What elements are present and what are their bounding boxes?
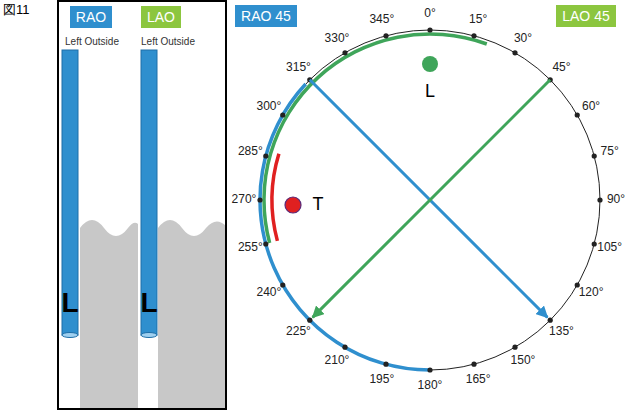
angle-label: 45° [552,62,570,75]
angle-label: 150° [511,354,536,367]
tick-dot [427,367,432,372]
angle-label: 345° [369,14,394,27]
tag-text: LAO [147,9,175,25]
tick-dot [263,241,268,246]
view-tag: RAO [70,6,112,28]
tick-dot [512,345,517,350]
tick-dot [597,197,602,202]
angle-label: 315° [286,62,311,75]
catheter-letter: L [61,288,78,319]
vessel-wall [158,220,226,410]
view-caption: Left Outside [65,36,119,47]
tick-dot [342,345,347,350]
tick-dot [383,33,388,38]
catheter-panel [58,1,226,410]
marker-dot [422,56,438,72]
tick-dot [257,197,262,202]
tick-dot [471,362,476,367]
tick-dot [342,50,347,55]
catheter-tip [141,333,157,338]
view-direction-arrow [313,80,551,318]
tick-dot [592,153,597,158]
tag-text: LAO 45 [562,8,609,24]
angle-label: 225° [286,325,311,338]
view-tag: LAO 45 [556,5,615,27]
panel-border [58,1,226,409]
angle-label: 285° [238,145,263,158]
tick-dot [512,50,517,55]
view-tag: RAO 45 [235,5,297,27]
view-direction-arrow [310,80,548,318]
angle-label: 195° [369,373,394,386]
marker-dot [285,197,301,213]
angle-label: 270° [232,193,257,206]
tick-dot [427,27,432,32]
angle-label: 330° [325,32,350,45]
angle-arc [262,32,487,243]
angle-dial [257,27,602,372]
view-caption: Left Outside [141,36,195,47]
tick-dot [383,362,388,367]
tick-dot [471,33,476,38]
angle-label: 300° [256,100,281,113]
angle-label: 255° [238,242,263,255]
catheter-tip [62,333,78,338]
view-tag: LAO [141,6,181,28]
figure-number: 図11 [3,3,30,17]
catheter-tube [62,50,78,335]
angle-label: 15° [469,14,487,27]
angle-label: 165° [466,373,491,386]
angle-label: 240° [256,286,281,299]
tick-dot [263,153,268,158]
tag-text: RAO 45 [241,8,291,24]
angle-label: 75° [601,145,619,158]
tag-text: RAO [76,9,106,25]
tick-dot [548,318,553,323]
angle-label: 0° [424,7,435,20]
marker-letter: T [313,195,324,215]
tick-dot [307,318,312,323]
angle-label: 105° [597,242,622,255]
angle-label: 60° [582,100,600,113]
angle-label: 135° [549,325,574,338]
vessel-wall [80,220,138,410]
angle-label: 210° [325,354,350,367]
marker-letter: L [425,82,435,102]
catheter-tube [141,50,157,335]
angle-label: 180° [418,379,443,392]
tick-dot [575,112,580,117]
dial-circle [260,30,600,370]
angle-arc [270,153,280,241]
catheter-letter: L [140,288,157,319]
angle-label: 120° [579,286,604,299]
tick-dot [592,241,597,246]
angle-label: 30° [514,32,532,45]
angle-label: 90° [607,193,625,206]
